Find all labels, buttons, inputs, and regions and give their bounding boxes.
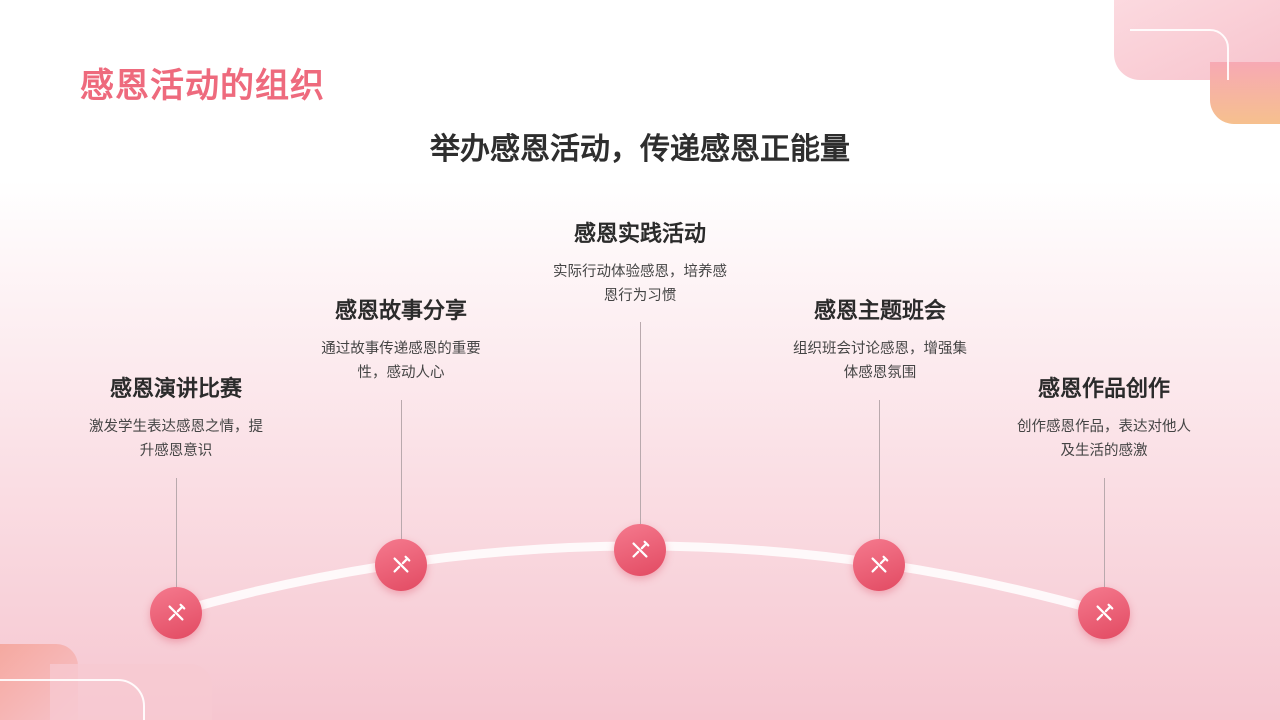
tools-icon <box>393 555 411 573</box>
activity-node[interactable] <box>614 524 666 576</box>
page-title: 感恩活动的组织 <box>80 66 325 106</box>
activity-item: 感恩主题班会 组织班会讨论感恩，增强集体感恩氛围 <box>765 293 995 385</box>
activity-description: 实际行动体验感恩，培养感恩行为习惯 <box>553 264 727 304</box>
connector-line <box>879 400 880 540</box>
activity-title: 感恩主题班会 <box>813 299 946 324</box>
activity-description: 组织班会讨论感恩，增强集体感恩氛围 <box>793 341 967 381</box>
activity-title: 感恩故事分享 <box>334 299 467 324</box>
bottom-left-decoration <box>0 644 212 720</box>
connector-line <box>401 400 402 540</box>
activity-item: 感恩实践活动 实际行动体验感恩，培养感恩行为习惯 <box>525 216 755 308</box>
tools-icon <box>871 555 889 573</box>
tools-icon <box>168 603 186 621</box>
activity-node[interactable] <box>375 539 427 591</box>
activity-title: 感恩作品创作 <box>1037 377 1170 402</box>
activity-node[interactable] <box>1078 587 1130 639</box>
activity-item: 感恩作品创作 创作感恩作品，表达对他人及生活的感激 <box>989 371 1219 463</box>
connector-line <box>176 478 177 588</box>
activity-title: 感恩演讲比赛 <box>109 377 242 402</box>
activity-title: 感恩实践活动 <box>573 222 706 247</box>
tools-icon <box>632 540 650 558</box>
activity-description: 通过故事传递感恩的重要性，感动人心 <box>321 341 481 381</box>
page-subtitle: 举办感恩活动，传递感恩正能量 <box>430 132 850 167</box>
activity-description: 激发学生表达感恩之情，提升感恩意识 <box>89 419 263 459</box>
activity-item: 感恩故事分享 通过故事传递感恩的重要性，感动人心 <box>286 293 516 385</box>
top-right-decoration <box>1114 0 1280 124</box>
tools-icon <box>1096 603 1114 621</box>
activity-description: 创作感恩作品，表达对他人及生活的感激 <box>1017 419 1191 459</box>
activity-node[interactable] <box>853 539 905 591</box>
activity-item: 感恩演讲比赛 激发学生表达感恩之情，提升感恩意识 <box>61 371 291 463</box>
activity-node[interactable] <box>150 587 202 639</box>
connector-line <box>640 322 641 524</box>
connector-line <box>1104 478 1105 588</box>
